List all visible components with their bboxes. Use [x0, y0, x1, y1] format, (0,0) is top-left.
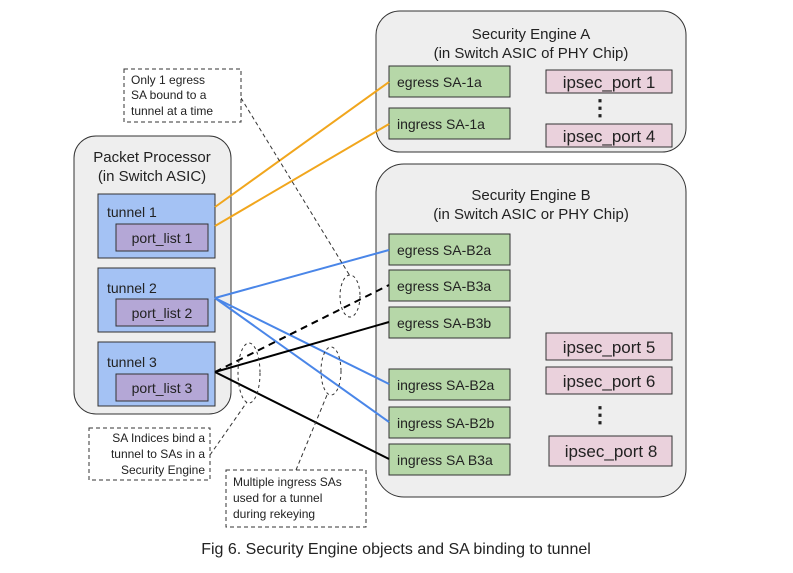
note-egress-line-1: Only 1 egress [131, 73, 205, 87]
security-engine-a-subtitle: (in Switch ASIC of PHY Chip) [434, 45, 629, 62]
leader-egress-note [240, 97, 351, 277]
note-rekeying-line-2: used for a tunnel [233, 491, 322, 505]
port-list-box-2 [115, 298, 209, 327]
sa-label-egress-sa-1a: egress SA-1a [397, 74, 482, 90]
line-tunnel3-egress-sa-b3a-dashed [214, 284, 390, 373]
sa-label-ingress-sa-1a: ingress SA-1a [397, 116, 485, 132]
note-egress-line-3: tunnel at a time [131, 104, 213, 118]
security-engine-b-title: Security Engine B [471, 187, 590, 204]
sa-box-egress-sa-1a [388, 65, 511, 98]
sa-label-egress-sa-b3b: egress SA-B3b [397, 315, 491, 331]
ellipse-rekeying [320, 346, 342, 396]
note-sa-indices-line-1: SA Indices bind a [112, 431, 205, 445]
leader-sa-indices-note [209, 401, 248, 456]
line-tunnel3-ingress-sa-b3a [214, 371, 390, 460]
port-box-ipsec-port-6 [545, 366, 673, 395]
tunnel-label-2: tunnel 2 [107, 280, 157, 296]
line-tunnel2-ingress-sa-b2b [214, 297, 390, 423]
line-tunnel2-egress-sa-b2a [214, 249, 390, 299]
sa-box-egress-sa-b3b [388, 306, 511, 339]
note-rekeying-line-1: Multiple ingress SAs [233, 475, 342, 489]
port-label-ipsec-port-4: ipsec_port 4 [563, 127, 656, 146]
sa-label-ingress-sa-b2b: ingress SA-B2b [397, 415, 494, 431]
note-sa-indices-box [88, 427, 211, 481]
port-list-box-1 [115, 223, 209, 252]
port-label-ipsec-port-6: ipsec_port 6 [563, 372, 656, 391]
sa-box-ingress-sa-b3a [388, 443, 511, 476]
port-label-ipsec-port-5: ipsec_port 5 [563, 338, 656, 357]
note-egress-line-2: SA bound to a [131, 88, 207, 102]
sa-box-ingress-sa-b2b [388, 406, 511, 439]
line-tunnel3-egress-sa-b3b [214, 321, 390, 373]
ellipse-sa-indices [237, 342, 261, 404]
note-rekeying-line-3: during rekeying [233, 507, 315, 521]
note-sa-indices-line-2: tunnel to SAs in a [111, 447, 205, 461]
line-tunnel2-ingress-sa-b2a [214, 297, 390, 385]
connector-lines [214, 81, 390, 460]
port-box-ipsec-port-5 [545, 332, 673, 361]
port-list-label-2: port_list 2 [132, 305, 193, 321]
ellipsis-engine-a: ⋮ [589, 95, 611, 120]
security-engine-a-title: Security Engine A [472, 26, 590, 43]
sa-label-egress-sa-b3a: egress SA-B3a [397, 278, 491, 294]
note-sa-indices: SA Indices bind a tunnel to SAs in a Sec… [88, 427, 211, 481]
ellipse-egress-rule [339, 274, 361, 318]
figure-caption: Fig 6. Security Engine objects and SA bi… [201, 541, 591, 558]
port-label-ipsec-port-8: ipsec_port 8 [565, 442, 658, 461]
note-egress-box [123, 68, 242, 123]
sa-box-egress-sa-b2a [388, 233, 511, 266]
tunnel-label-3: tunnel 3 [107, 354, 157, 370]
port-label-ipsec-port-1: ipsec_port 1 [563, 73, 656, 92]
note-rekeying: Multiple ingress SAs used for a tunnel d… [225, 469, 367, 528]
security-engine-b: Security Engine B (in Switch ASIC or PHY… [375, 163, 687, 498]
sa-label-ingress-sa-b3a: ingress SA B3a [397, 452, 493, 468]
note-leaders [209, 97, 351, 471]
port-box-ipsec-port-8 [548, 435, 673, 467]
note-rekeying-box [225, 469, 367, 528]
port-list-box-3 [115, 373, 209, 402]
packet-processor-title: Packet Processor [93, 149, 211, 166]
port-box-ipsec-port-4 [545, 123, 673, 148]
note-sa-indices-line-3: Security Engine [121, 463, 205, 477]
port-list-label-1: port_list 1 [132, 230, 193, 246]
packet-processor: Packet Processor (in Switch ASIC) tunnel… [73, 135, 232, 415]
annotation-ellipses [237, 274, 361, 404]
security-engine-a: Security Engine A (in Switch ASIC of PHY… [375, 10, 687, 153]
ellipsis-engine-b: ⋮ [589, 402, 611, 427]
security-engine-b-subtitle: (in Switch ASIC or PHY Chip) [433, 206, 629, 223]
tunnel-label-1: tunnel 1 [107, 204, 157, 220]
sa-label-ingress-sa-b2a: ingress SA-B2a [397, 377, 494, 393]
port-list-label-3: port_list 3 [132, 380, 193, 396]
sa-label-egress-sa-b2a: egress SA-B2a [397, 242, 491, 258]
line-tunnel1-ingress-sa-1a [214, 123, 390, 227]
leader-rekeying-note [295, 394, 328, 471]
packet-processor-subtitle: (in Switch ASIC) [98, 168, 206, 185]
note-egress: Only 1 egress SA bound to a tunnel at a … [123, 68, 242, 123]
sa-box-egress-sa-b3a [388, 269, 511, 302]
line-tunnel1-egress-sa-1a [214, 81, 390, 208]
sa-box-ingress-sa-1a [388, 107, 511, 140]
port-box-ipsec-port-1 [545, 69, 673, 94]
sa-box-ingress-sa-b2a [388, 368, 511, 401]
